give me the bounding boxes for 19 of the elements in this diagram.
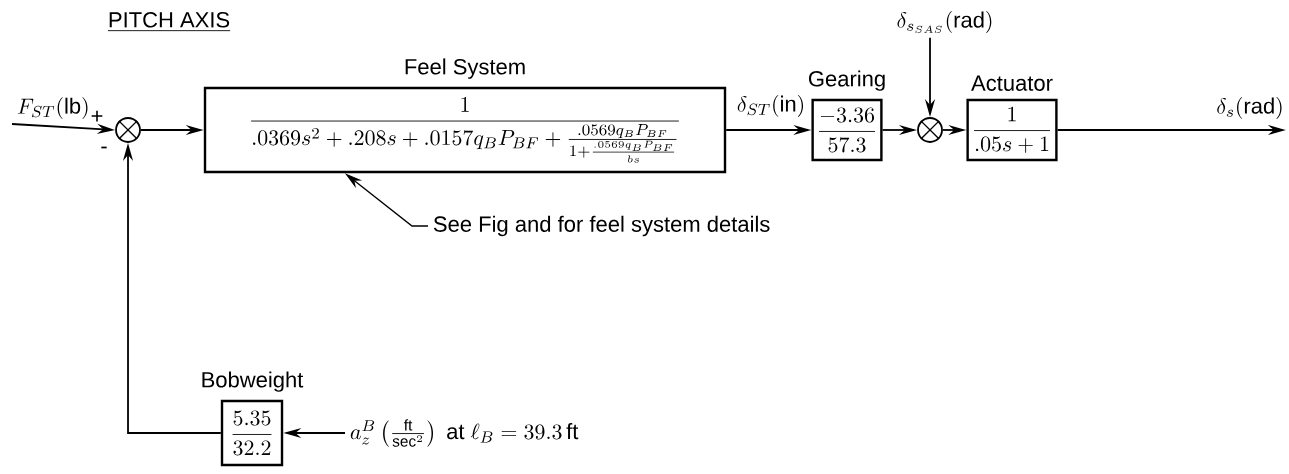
block-title: Feel System xyxy=(405,58,525,79)
signal-label: $\delta_{s_{SAS}}(\mathrm{rad})$ xyxy=(897,11,992,33)
summing-junction xyxy=(917,117,943,143)
signal-label: $a_z^B\left(\frac{\mathrm{ft}}{\mathrm{sec}^2}\right)\ \mathrm{at}\ \ell_B=39.3\,\mathrm{ft}$ xyxy=(350,419,579,447)
sign-label: - xyxy=(101,146,107,149)
sign-label: + xyxy=(91,110,103,122)
transfer-function-box: $\frac{5.35}{32.2}$ xyxy=(220,399,284,467)
transfer-function-box: $\frac{1}{.05s+1}$ xyxy=(966,98,1058,162)
block-title: Actuator xyxy=(971,75,1053,91)
edge-label: $\delta_{ST}(\mathrm{in})$ xyxy=(737,95,803,117)
transfer-function-box: $\frac{-3.36}{57.3}$ xyxy=(811,98,883,162)
signal-label: $F_{ST}(\mathrm{lb})$ xyxy=(17,97,88,120)
transfer-function-box: $\frac{1}{.0369s^2+.208s+.0157q_BP_{BF}+\frac{.0569q_BP_{BF}}{1+\frac{.0569q_BP_{BF}}{bs}}}$ xyxy=(203,86,727,174)
block-title: Gearing xyxy=(808,70,885,91)
block-title: Bobweight xyxy=(202,371,304,392)
diagram-title: PITCH AXIS xyxy=(107,12,231,32)
summing-junction xyxy=(115,117,141,143)
note-text: See Fig and for feel system details xyxy=(433,215,770,237)
edge-label: $\delta_s(\mathrm{rad})$ xyxy=(1217,97,1282,119)
